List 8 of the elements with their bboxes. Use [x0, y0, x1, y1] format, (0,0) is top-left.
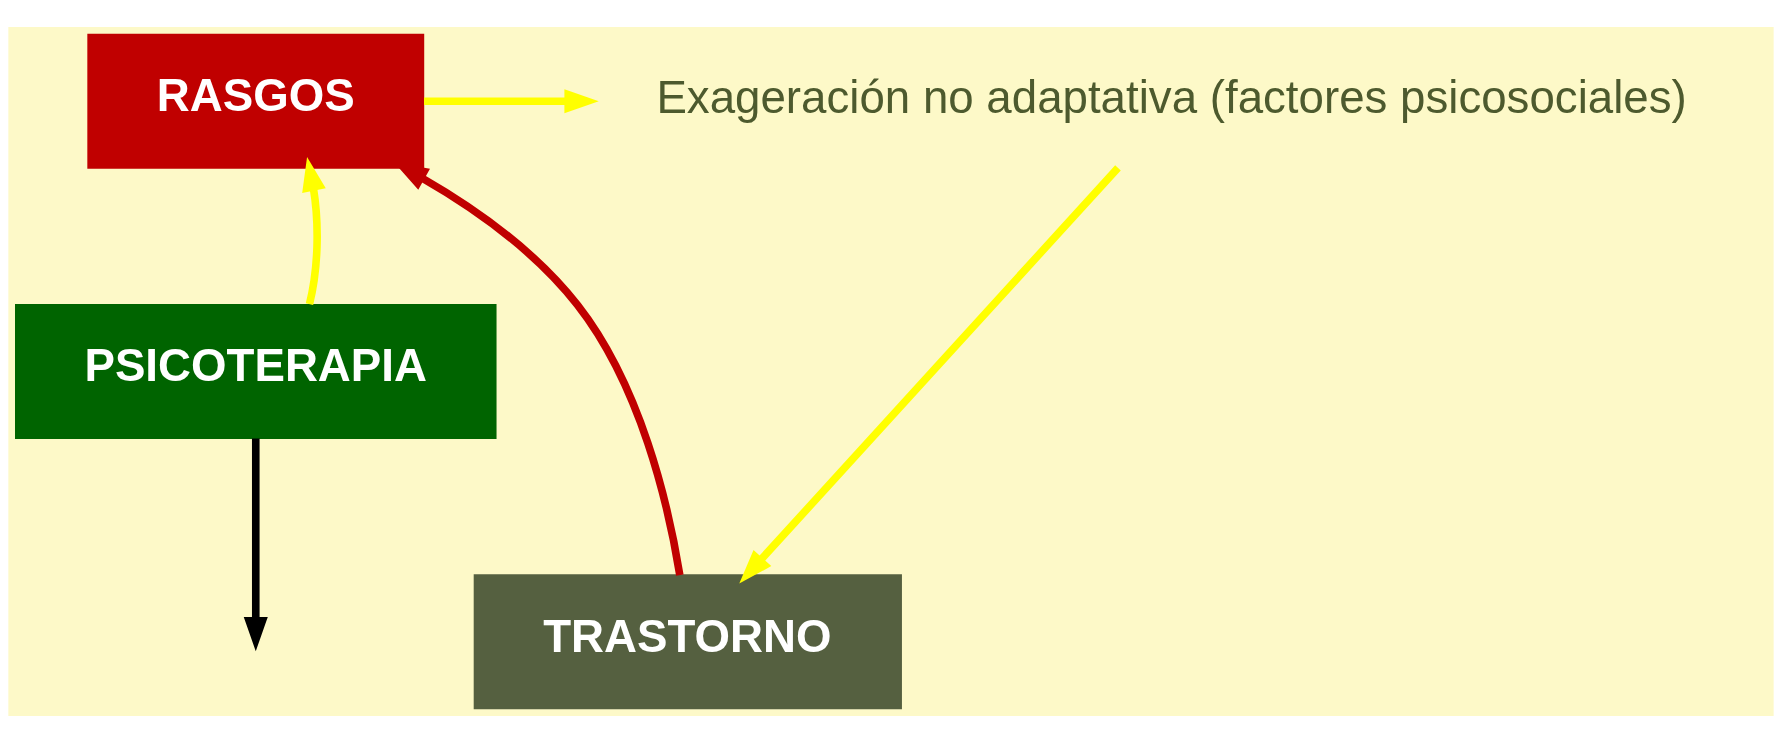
node-box: RASGOS: [87, 33, 425, 169]
arrow: [302, 156, 326, 305]
arrow: [424, 88, 599, 113]
arrow: [243, 438, 268, 651]
node-text: Exageración no adaptativa (factores psicosociales): [656, 71, 1687, 123]
arrow: [739, 164, 1121, 583]
node-box: PSICOTERAPIA: [15, 303, 497, 439]
node-box: TRASTORNO: [473, 573, 902, 709]
